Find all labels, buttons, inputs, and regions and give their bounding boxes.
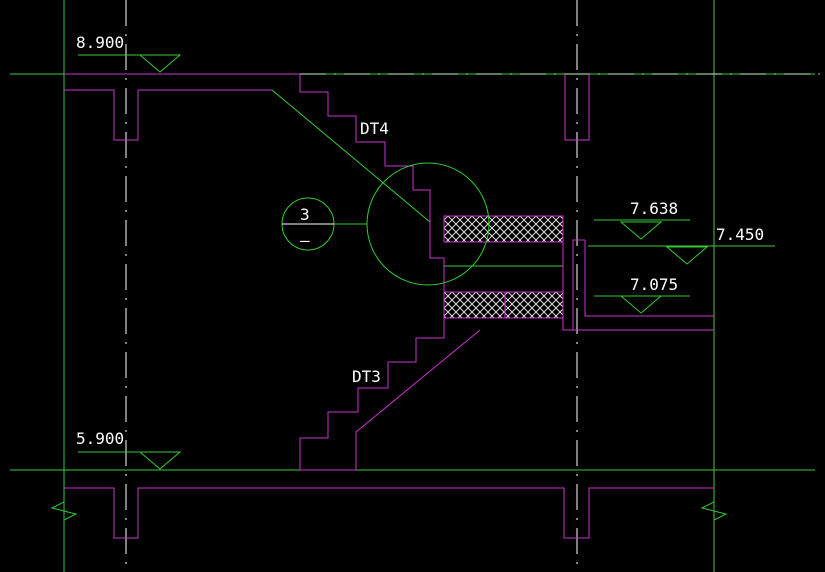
hatch-landing-upper bbox=[443, 215, 564, 243]
detail-circle bbox=[281, 162, 490, 286]
stair-label-dt4: DT4 bbox=[360, 119, 389, 138]
elevation-top-triangle bbox=[138, 54, 182, 73]
elevation-bottom-triangle bbox=[138, 451, 182, 470]
stair-dt4-soffit bbox=[271, 89, 431, 223]
elevation-landing-top-triangle bbox=[619, 221, 663, 240]
elevation-label-landing-mid: 7.450 bbox=[716, 225, 764, 244]
detail-callout-sheet: – bbox=[300, 231, 310, 250]
structure-outlines bbox=[64, 73, 714, 539]
elevation-markers bbox=[78, 54, 775, 470]
detail-callout-number: 3 bbox=[300, 205, 310, 224]
grid-lines bbox=[10, 0, 815, 572]
elevation-label-top: 8.900 bbox=[76, 33, 124, 52]
stair-dt3-soffit bbox=[355, 329, 481, 470]
hatch-landing-lower-left bbox=[443, 291, 506, 319]
stair-label-dt3: DT3 bbox=[352, 367, 381, 386]
stair-dt3-steps bbox=[299, 318, 445, 470]
stair-dt4-steps bbox=[299, 74, 445, 318]
landing-right-slab bbox=[584, 240, 714, 317]
hatch-landing-lower-right bbox=[504, 291, 564, 319]
elevation-label-landing-top: 7.638 bbox=[630, 199, 678, 218]
bottom-slab-left bbox=[64, 487, 714, 539]
landing-beam bbox=[562, 216, 585, 331]
top-slab-beam-left bbox=[64, 89, 272, 141]
hatched-sections bbox=[443, 215, 564, 319]
break-marks bbox=[50, 490, 728, 535]
elevation-label-landing-bottom: 7.075 bbox=[630, 275, 678, 294]
center-axes bbox=[80, 0, 820, 572]
top-beam-right bbox=[564, 74, 590, 141]
break-mark-right bbox=[700, 490, 728, 535]
elevation-landing-mid-triangle bbox=[665, 246, 709, 265]
elevation-label-bottom: 5.900 bbox=[76, 429, 124, 448]
elevation-landing-bottom-triangle bbox=[619, 295, 663, 314]
break-mark-left bbox=[50, 490, 78, 535]
